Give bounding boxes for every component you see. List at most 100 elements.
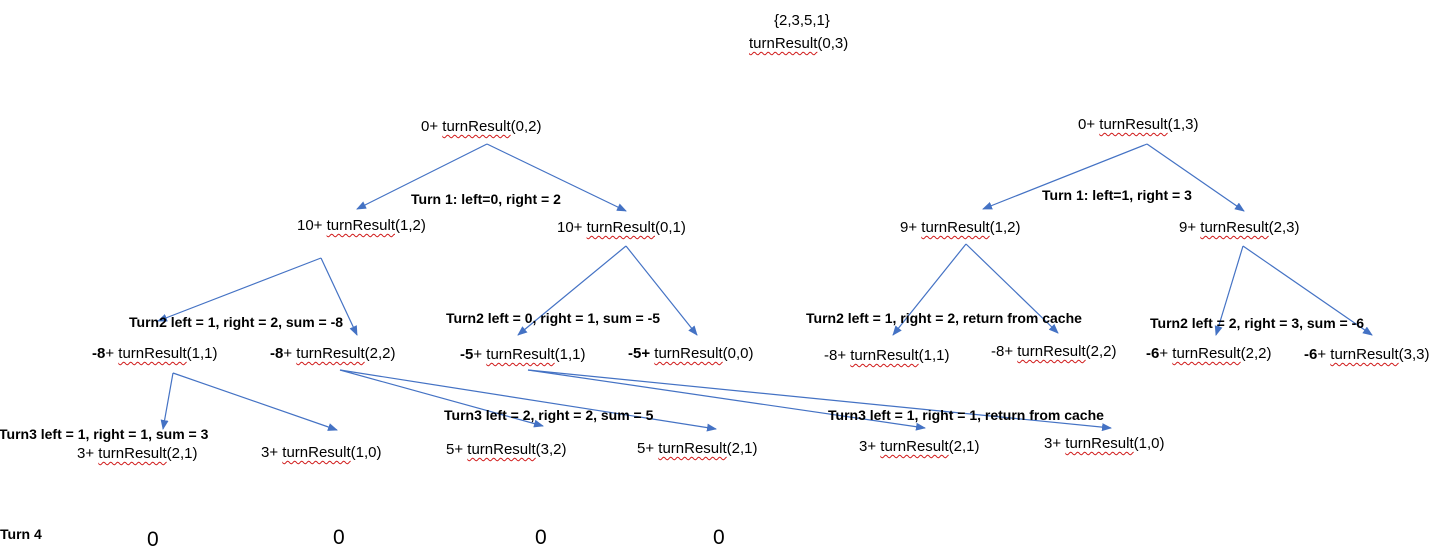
zero-value: 0 <box>713 526 725 549</box>
node-l4-d: 5+ turnResult(2,1) <box>637 440 758 458</box>
node-l3-c: -5+ turnResult(1,1) <box>460 346 586 364</box>
node-prefix: -5+ <box>628 345 651 362</box>
node-args: (0,1) <box>655 219 686 236</box>
node-suffix: + <box>1159 345 1173 362</box>
node-fn: turnResult <box>1065 435 1134 452</box>
node-args: (1,1) <box>554 346 586 363</box>
node-l3-g: -6+ turnResult(2,2) <box>1146 345 1272 363</box>
node-l1-left: 0+ turnResult(0,2) <box>421 118 542 136</box>
node-fn: turnResult <box>1172 345 1241 362</box>
edge-l1a-l2b <box>486 143 627 212</box>
edge-l3a-l4b <box>172 372 338 431</box>
node-prefix: 3+ <box>261 444 283 461</box>
node-args: (2,3) <box>1268 219 1300 236</box>
node-l3-f: -8+ turnResult(2,2) <box>991 343 1116 361</box>
node-args: (1,2) <box>989 219 1021 236</box>
node-args: (3,3) <box>1398 346 1430 363</box>
node-l2-c: 9+ turnResult(1,2) <box>900 219 1021 237</box>
node-prefix: -8+ <box>991 343 1018 360</box>
label-turn3-c: Turn3 left = 1, right = 1, return from c… <box>828 407 1104 423</box>
node-l1-right: 0+ turnResult(1,3) <box>1078 116 1199 134</box>
node-fn: turnResult <box>1099 116 1168 133</box>
node-l3-d: -5+ turnResult(0,0) <box>628 345 754 363</box>
node-l3-h: -6+ turnResult(3,3) <box>1304 346 1430 364</box>
node-fn: turnResult <box>1200 219 1269 236</box>
node-fn: turnResult <box>1017 343 1086 360</box>
edge-l2d-l3h <box>1242 245 1373 336</box>
root-fn: turnResult <box>749 35 818 52</box>
node-fn: turnResult <box>658 440 727 457</box>
node-args: (2,2) <box>1085 343 1117 360</box>
node-fn: turnResult <box>282 444 351 461</box>
node-suffix: + <box>105 345 119 362</box>
node-fn: turnResult <box>442 118 511 135</box>
node-fn: turnResult <box>467 441 536 458</box>
edge-l2b-l3d <box>625 245 698 336</box>
node-l3-b: -8+ turnResult(2,2) <box>270 345 396 363</box>
node-args: (2,1) <box>726 440 758 457</box>
root-args: (0,3) <box>817 35 849 52</box>
label-turn4: Turn 4 <box>0 526 42 542</box>
node-args: (2,1) <box>948 438 980 455</box>
node-fn: turnResult <box>880 438 949 455</box>
edge-l2c-l3f <box>965 243 1059 334</box>
label-turn1-left: Turn 1: left=0, right = 2 <box>411 191 561 207</box>
node-prefix: 3+ <box>859 438 881 455</box>
edge-l3c-l4e <box>527 369 926 431</box>
edge-l2b-l3c <box>517 245 627 336</box>
node-fn: turnResult <box>921 219 990 236</box>
node-fn: turnResult <box>326 217 395 234</box>
node-prefix: 0+ <box>421 118 443 135</box>
node-prefix: 0+ <box>1078 116 1100 133</box>
node-fn: turnResult <box>296 345 365 362</box>
label-turn2-a: Turn2 left = 1, right = 2, sum = -8 <box>129 314 344 330</box>
node-prefix: -8 <box>270 345 284 362</box>
node-args: (0,2) <box>510 118 542 135</box>
node-args: (1,0) <box>350 444 382 461</box>
edge-l1b-l2d <box>1146 143 1245 212</box>
node-prefix: 3+ <box>1044 435 1066 452</box>
node-args: (2,1) <box>166 445 198 462</box>
node-l4-f: 3+ turnResult(1,0) <box>1044 435 1165 453</box>
edge-l2c-l3e <box>892 243 967 336</box>
node-l4-c: 5+ turnResult(3,2) <box>446 441 567 459</box>
node-prefix: -6 <box>1146 345 1160 362</box>
zero-value: 0 <box>333 526 345 549</box>
label-turn2-c: Turn2 left = 1, right = 2, return from c… <box>806 310 1082 326</box>
node-prefix: 3+ <box>77 445 99 462</box>
node-prefix: 10+ <box>557 219 587 236</box>
node-args: (2,2) <box>1240 345 1272 362</box>
node-suffix: + <box>1317 346 1331 363</box>
node-l2-d: 9+ turnResult(2,3) <box>1179 219 1300 237</box>
node-prefix: -8 <box>92 345 106 362</box>
node-prefix: -5 <box>460 346 474 363</box>
node-l3-e: -8+ turnResult(1,1) <box>824 347 949 365</box>
node-args: (1,1) <box>186 345 218 362</box>
edge-l3b-l4c <box>339 369 544 428</box>
node-prefix: 9+ <box>900 219 922 236</box>
node-prefix: 5+ <box>446 441 468 458</box>
node-l2-a: 10+ turnResult(1,2) <box>297 217 426 235</box>
node-args: (1,2) <box>395 217 426 234</box>
edge-l3b-l4d <box>339 369 717 432</box>
node-args: (1,1) <box>918 347 950 364</box>
zero-value: 0 <box>147 528 159 551</box>
node-l4-e: 3+ turnResult(2,1) <box>859 438 980 456</box>
node-args: (2,2) <box>364 345 396 362</box>
node-fn: turnResult <box>586 219 655 236</box>
zero-value: 0 <box>535 526 547 549</box>
root-node: turnResult(0,3) <box>749 35 848 53</box>
edge-l2d-l3g <box>1214 245 1244 336</box>
edge-l1b-l2c <box>982 143 1148 210</box>
node-fn: turnResult <box>1330 346 1399 363</box>
node-args: (1,0) <box>1133 435 1165 452</box>
node-prefix: -8+ <box>824 347 851 364</box>
node-suffix: + <box>473 346 487 363</box>
node-l4-b: 3+ turnResult(1,0) <box>261 444 382 462</box>
node-prefix: 10+ <box>297 217 327 234</box>
node-args: (1,3) <box>1167 116 1199 133</box>
node-fn: turnResult <box>118 345 187 362</box>
node-args: (0,0) <box>722 345 754 362</box>
